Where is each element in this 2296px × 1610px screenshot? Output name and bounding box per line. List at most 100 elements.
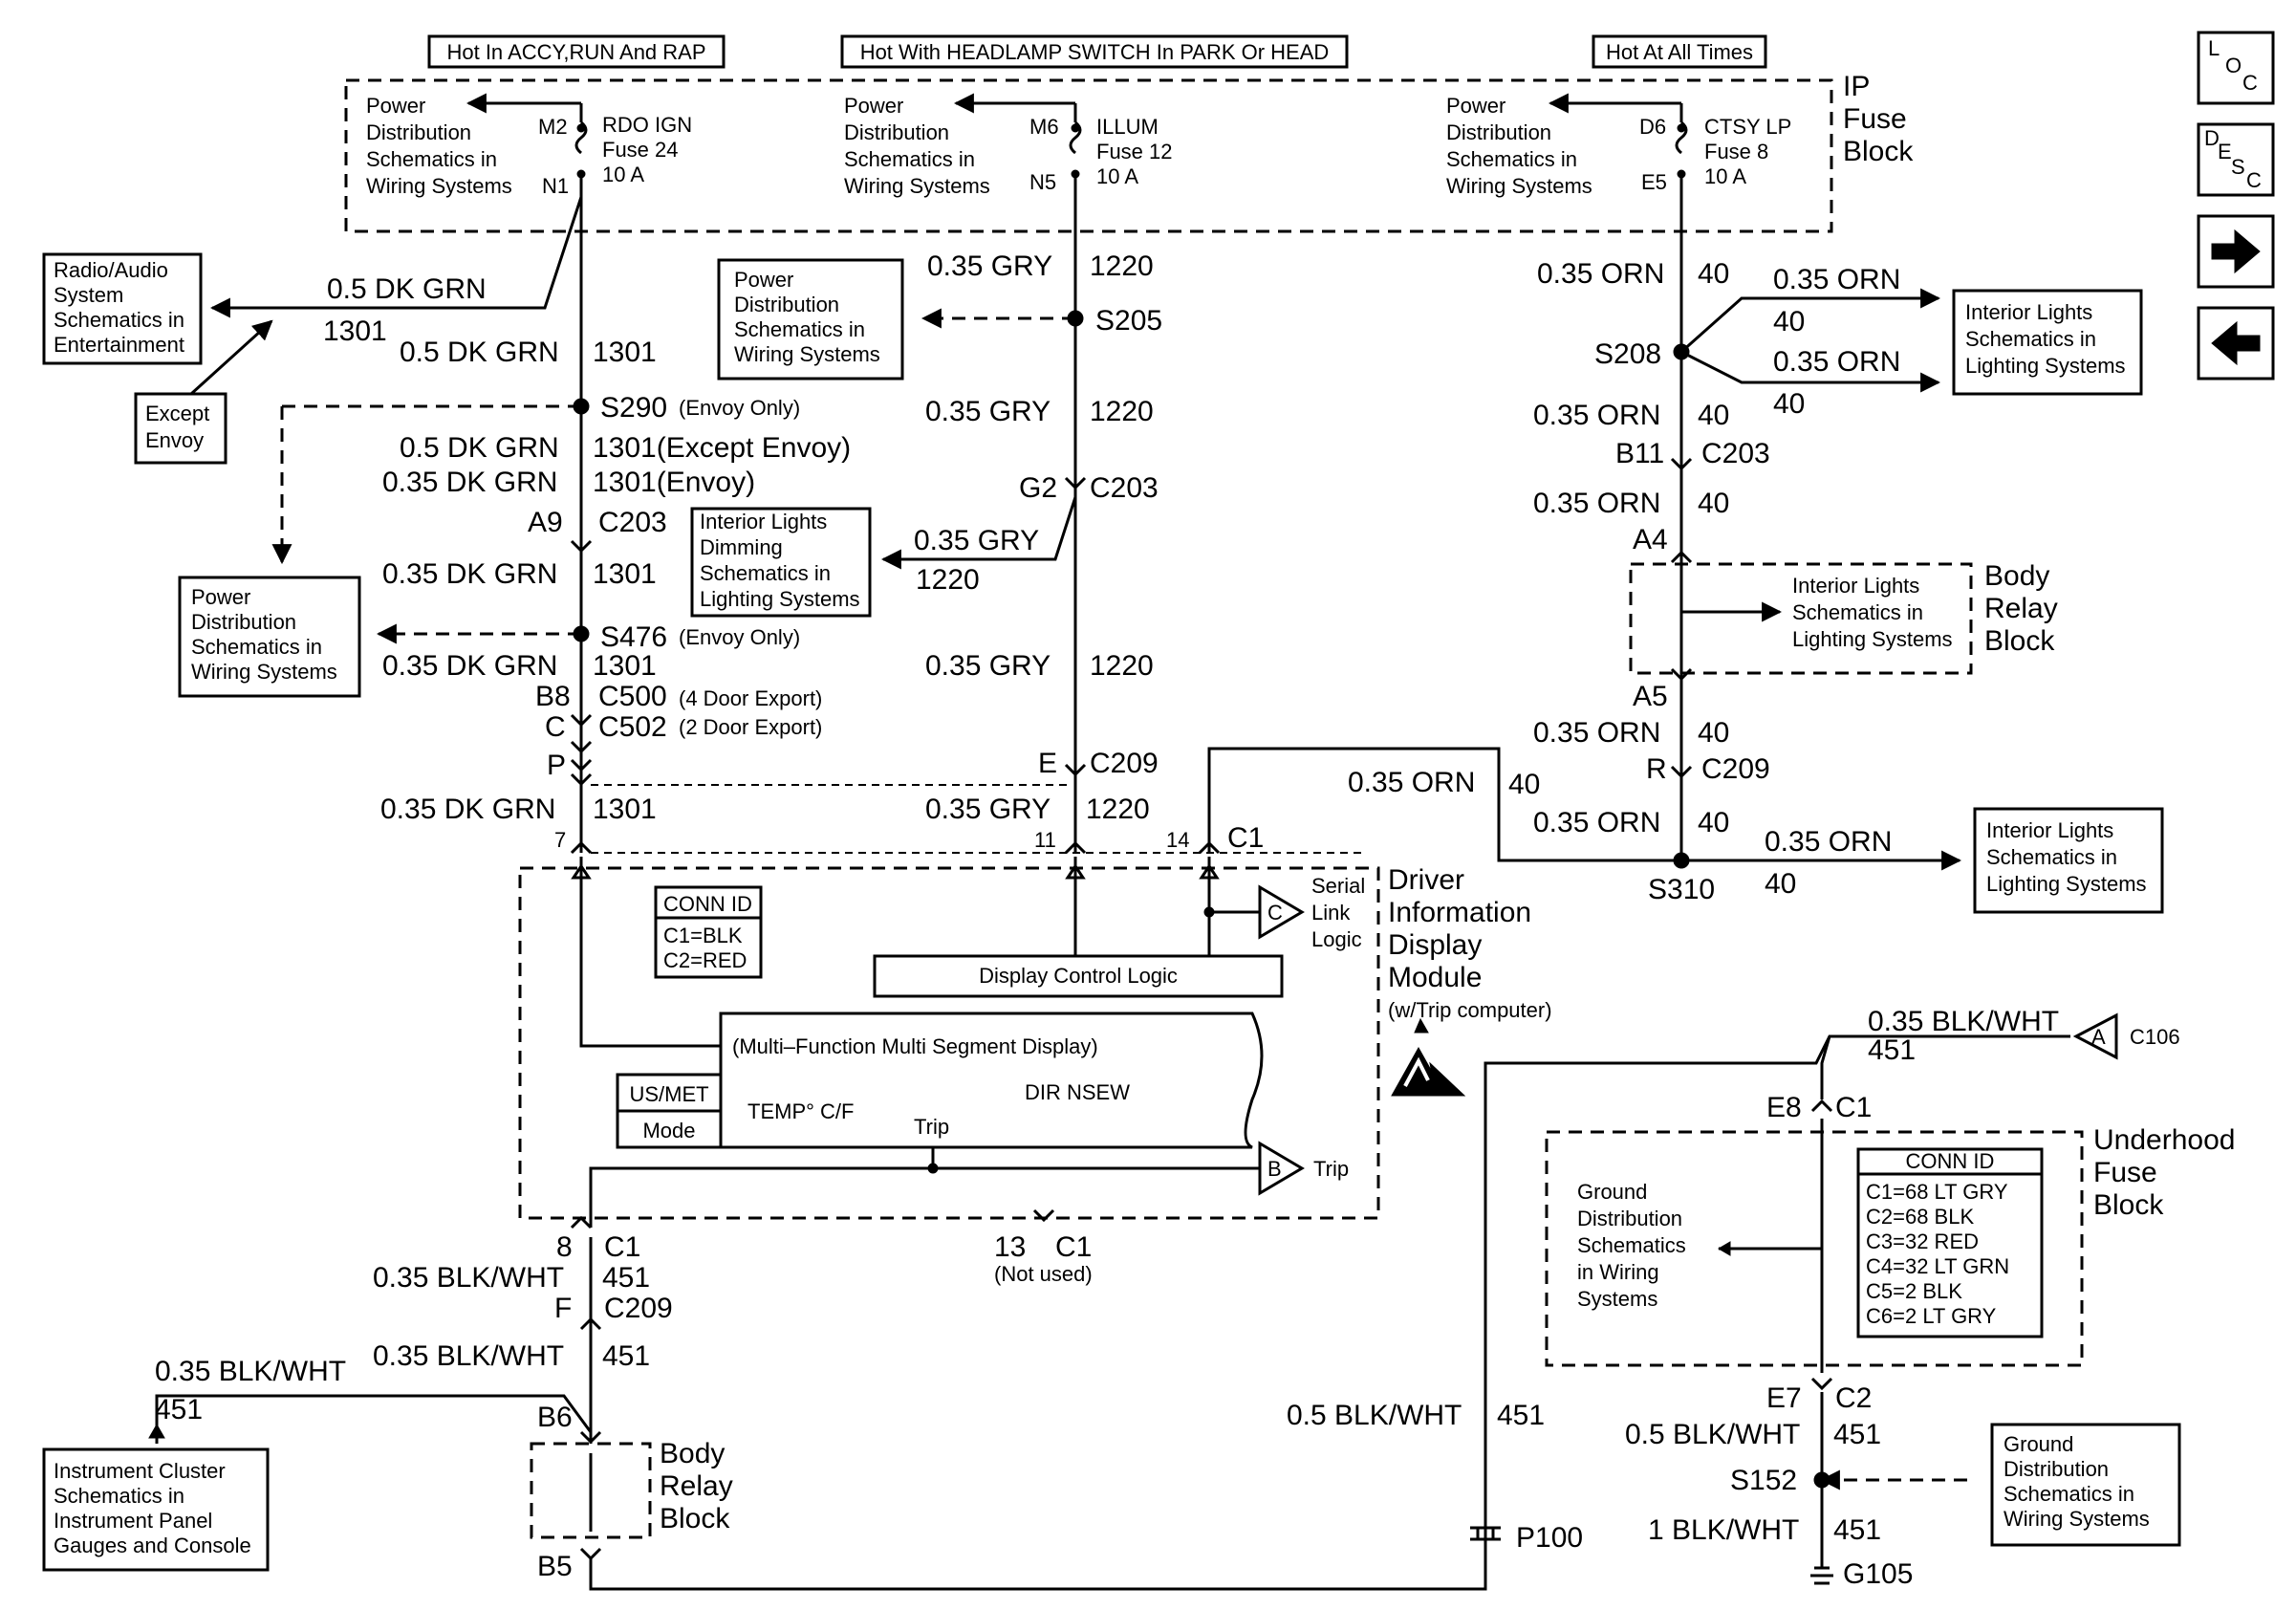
svg-text:Distribution: Distribution [191,610,296,634]
svg-text:C: C [1267,901,1283,925]
svg-text:C2=68 BLK: C2=68 BLK [1866,1205,1974,1229]
svg-text:Interior Lights: Interior Lights [1986,818,2113,842]
svg-text:1220: 1220 [1086,794,1150,825]
svg-text:8: 8 [556,1231,573,1263]
svg-text:G2: G2 [1019,472,1057,504]
svg-text:Body: Body [1984,560,2049,592]
svg-text:10 A: 10 A [602,163,644,186]
svg-text:Block: Block [1984,625,2055,657]
svg-text:Wiring Systems: Wiring Systems [366,174,512,198]
svg-text:(Envoy Only): (Envoy Only) [679,625,800,649]
svg-text:0.35 GRY: 0.35 GRY [925,650,1051,682]
svg-text:Power: Power [366,94,425,118]
svg-text:C1: C1 [604,1231,640,1263]
svg-text:US/MET: US/MET [629,1082,708,1106]
svg-text:0.35 BLK/WHT: 0.35 BLK/WHT [1868,1006,2059,1037]
svg-text:C5=2 BLK: C5=2 BLK [1866,1279,1962,1303]
svg-text:N1: N1 [542,174,569,198]
svg-text:Schematics in: Schematics in [734,317,865,341]
ip-fuse-block-label: IP Fuse Block [1843,71,1914,167]
svg-text:451: 451 [1833,1514,1881,1546]
interior-lights-box-1: Interior Lights Schematics in Lighting S… [1952,289,2143,396]
svg-text:Hot With HEADLAMP SWITCH In PA: Hot With HEADLAMP SWITCH In PARK Or HEAD [860,40,1330,64]
svg-text:in Wiring: in Wiring [1577,1260,1659,1284]
p100-pass-through [1470,1526,1501,1541]
svg-text:Interior Lights: Interior Lights [1792,574,1919,598]
svg-text:1220: 1220 [1090,650,1154,682]
svg-text:Power: Power [1446,94,1505,118]
dim-module: Driver Information Display Module (w/Tri… [518,857,1552,1220]
svg-text:C1=BLK: C1=BLK [663,924,743,947]
circuit-1220 [880,174,1087,855]
usmet-mode-button: US/MET Mode [616,1073,723,1149]
svg-text:0.35 DK GRN: 0.35 DK GRN [380,794,555,825]
svg-text:S205: S205 [1095,305,1162,337]
svg-text:ILLUM: ILLUM [1096,115,1159,139]
svg-text:E8: E8 [1766,1092,1802,1123]
svg-text:(w/Trip computer): (w/Trip computer) [1388,998,1552,1022]
header-headlamp: Hot With HEADLAMP SWITCH In PARK Or HEAD [840,34,1349,69]
svg-text:P: P [547,750,566,781]
loc-icon[interactable]: L O C [2197,31,2275,105]
svg-text:40: 40 [1698,258,1729,290]
svg-text:0.35 DK GRN: 0.35 DK GRN [382,558,557,590]
svg-text:G105: G105 [1843,1558,1913,1590]
svg-text:Power: Power [844,94,903,118]
ip-fuse-block-outline [344,78,1833,233]
svg-text:40: 40 [1698,488,1729,519]
svg-text:C106: C106 [2130,1025,2180,1049]
svg-text:Schematics in: Schematics in [2004,1482,2134,1506]
prev-page-arrow-icon[interactable] [2197,306,2275,381]
svg-text:O: O [2225,54,2242,77]
svg-text:C1: C1 [1227,822,1264,854]
svg-text:Power: Power [734,268,793,292]
power-dist-right: Power Distribution Schematics in Wiring … [1446,94,1592,198]
svg-text:C2=RED: C2=RED [663,948,747,972]
conn-id-dim: CONN ID C1=BLK C2=RED [654,885,763,979]
circuit-40 [1198,174,1962,871]
svg-text:Lighting Systems: Lighting Systems [1965,354,2126,378]
svg-text:1301: 1301 [593,650,657,682]
svg-text:Wiring Systems: Wiring Systems [1446,174,1592,198]
svg-text:RDO IGN: RDO IGN [602,113,692,137]
svg-text:0.35 BLK/WHT: 0.35 BLK/WHT [373,1262,564,1294]
svg-text:B5: B5 [537,1551,573,1582]
svg-text:1220: 1220 [1090,396,1154,427]
svg-text:S476: S476 [600,621,667,653]
header-accy: Hot In ACCY,RUN And RAP [427,34,726,69]
interior-lights-box-2: Interior Lights Schematics in Lighting S… [1973,807,2164,914]
desc-icon[interactable]: D E S C [2197,122,2275,197]
svg-text:1301: 1301 [593,337,657,368]
svg-text:0.35 ORN: 0.35 ORN [1533,807,1660,838]
svg-text:0.5 DK GRN: 0.5 DK GRN [400,432,559,464]
svg-text:Wiring Systems: Wiring Systems [2004,1507,2150,1531]
ground-dist-box: Ground Distribution Schematics in Wiring… [1990,1423,2181,1547]
svg-text:C: C [545,711,566,743]
svg-text:0.35 ORN: 0.35 ORN [1533,717,1660,749]
body-relay-block-upper: Body Relay Block Interior Lights Schemat… [1629,560,2058,675]
svg-text:Display Control Logic: Display Control Logic [979,964,1178,988]
next-page-arrow-icon[interactable] [2197,214,2275,289]
svg-text:Instrument Cluster: Instrument Cluster [54,1459,226,1483]
svg-text:Logic: Logic [1311,927,1362,951]
svg-text:(2 Door Export): (2 Door Export) [679,715,822,739]
svg-text:Trip: Trip [914,1115,949,1139]
labels-1301: 0.5 DK GRN 1301 0.5 DK GRN 1301 S290 (En… [323,273,851,852]
svg-text:40: 40 [1698,400,1729,431]
svg-text:C1: C1 [1835,1092,1872,1123]
fuse-ctsy-lp: D6 E5 CTSY LP Fuse 8 10 A [1639,103,1791,194]
svg-text:Power: Power [191,585,250,609]
svg-text:Interior Lights: Interior Lights [1965,300,2092,324]
fuse-rdo-ign: M2 N1 RDO IGN Fuse 24 10 A [538,103,692,198]
underhood-fuse-block: Underhood Fuse Block Ground Distribution… [1545,1124,2235,1367]
header-always-hot: Hot At All Times [1592,34,1767,69]
svg-text:Schematics in: Schematics in [191,635,322,659]
svg-text:C203: C203 [598,507,667,538]
svg-text:S208: S208 [1594,338,1661,370]
power-dist-box-mid: Power Distribution Schematics in Wiring … [717,258,904,381]
ground-circuit-451: A [148,1012,2118,1591]
svg-text:A5: A5 [1633,681,1668,712]
fuse-illum: M6 N5 ILLUM Fuse 12 10 A [1029,103,1173,194]
svg-text:C502: C502 [598,711,667,743]
svg-text:E: E [2218,140,2232,163]
